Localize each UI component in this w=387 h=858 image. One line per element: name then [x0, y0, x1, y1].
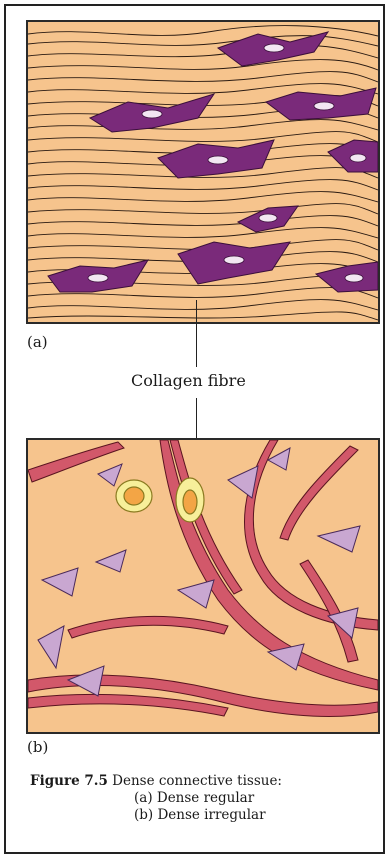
dense-regular-tissue-illustration: [26, 20, 380, 324]
figure-title: Dense connective tissue:: [112, 773, 282, 789]
figure-number: Figure 7.5: [30, 773, 108, 789]
collagen-fibre-label: Collagen fibre: [131, 371, 246, 390]
caption-item-b: (b) Dense irregular: [30, 807, 282, 824]
panel-b-label: (b): [27, 738, 48, 756]
figure-caption: Figure 7.5 Dense connective tissue: (a) …: [30, 773, 282, 824]
dense-irregular-tissue-illustration: [26, 438, 380, 734]
caption-item-a: (a) Dense regular: [30, 790, 282, 807]
panel-a-label: (a): [27, 333, 48, 351]
leader-line-top: [196, 300, 197, 367]
